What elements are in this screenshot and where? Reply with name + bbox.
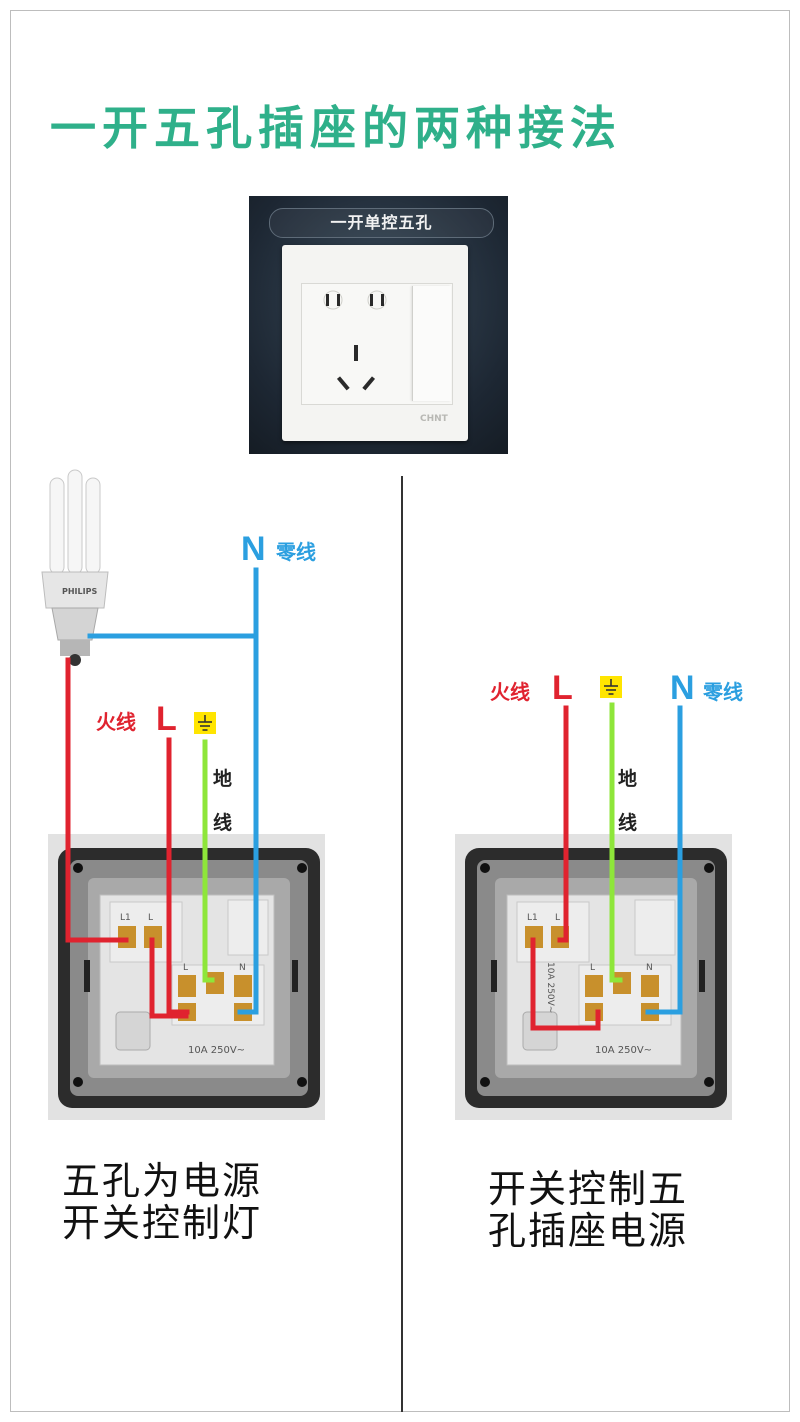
right-ground-label-1: 地 bbox=[618, 768, 638, 790]
right-neutral-letter: N bbox=[670, 669, 695, 707]
right-socket-back bbox=[455, 834, 732, 1120]
bulb-icon bbox=[41, 469, 109, 666]
left-terminal-l: L bbox=[148, 913, 153, 923]
left-caption-line2: 开关控制灯 bbox=[62, 1201, 263, 1245]
right-terminal-l: L bbox=[555, 913, 560, 923]
right-terminal-l1: L1 bbox=[527, 913, 538, 923]
center-divider bbox=[401, 476, 403, 1412]
left-rating: 10A 250V~ bbox=[188, 1045, 245, 1056]
right-neutral-label: 零线 bbox=[703, 680, 743, 704]
left-ground-icon bbox=[194, 712, 216, 734]
left-live-label: 火线 bbox=[96, 710, 136, 734]
bulb-brand: PHILIPS bbox=[62, 587, 97, 596]
right-ground-label-2: 线 bbox=[618, 812, 638, 834]
rocker-switch bbox=[412, 286, 451, 401]
right-terminal-n: N bbox=[646, 963, 653, 973]
brand-mark: CHNT bbox=[420, 414, 448, 424]
right-caption-line2: 孔插座电源 bbox=[488, 1209, 689, 1253]
left-terminal-l2: L bbox=[183, 963, 188, 973]
left-socket-back bbox=[48, 834, 325, 1120]
left-ground-label-2: 线 bbox=[213, 812, 233, 834]
page-frame bbox=[10, 10, 790, 1412]
right-live-label: 火线 bbox=[490, 680, 530, 704]
left-caption-line1: 五孔为电源 bbox=[62, 1159, 263, 1203]
right-ground-icon bbox=[600, 676, 622, 698]
page-title: 一开五孔插座的两种接法 bbox=[50, 101, 622, 155]
left-live-letter: L bbox=[156, 700, 177, 738]
right-side-rating: 10A 250V~ bbox=[545, 962, 555, 1013]
right-terminal-l2: L bbox=[590, 963, 595, 973]
left-neutral-letter: N bbox=[241, 530, 266, 568]
right-rating: 10A 250V~ bbox=[595, 1045, 652, 1056]
right-live-letter: L bbox=[552, 669, 573, 707]
left-neutral-label: 零线 bbox=[276, 540, 316, 564]
right-caption: 开关控制五 孔插座电源 bbox=[488, 1168, 688, 1252]
left-terminal-l1: L1 bbox=[120, 913, 131, 923]
left-ground-label-1: 地 bbox=[213, 768, 233, 790]
product-label: 一开单控五孔 bbox=[269, 208, 494, 238]
left-caption: 五孔为电源 开关控制灯 bbox=[62, 1160, 262, 1244]
left-terminal-n: N bbox=[239, 963, 246, 973]
right-caption-line1: 开关控制五 bbox=[488, 1167, 689, 1211]
